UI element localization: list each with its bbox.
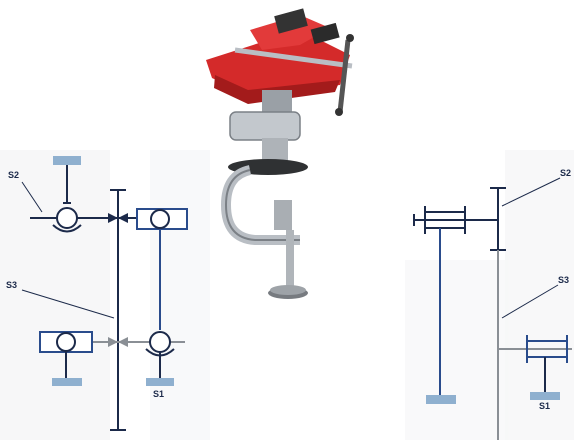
left-kinematic-schematic: S2 S3 S1 [6, 156, 188, 431]
label-s2-left: S2 [8, 170, 19, 180]
label-s1-right: S1 [539, 401, 550, 411]
spherical-joint-s1-left [149, 331, 171, 353]
ground-block-lower-left [52, 378, 82, 386]
scan-background-haze [0, 150, 574, 440]
right-kinematic-schematic: S2 S3 S1 [413, 168, 572, 440]
ground-block-left-right [426, 395, 456, 404]
label-s3-right: S3 [558, 275, 569, 285]
ground-block-top-left [53, 156, 81, 165]
label-s1-left: S1 [153, 389, 164, 399]
ground-block-s1-left [146, 378, 174, 386]
label-s3-left: S3 [6, 280, 17, 290]
bench-vise-illustration [206, 8, 354, 299]
label-s2-right: S2 [560, 168, 571, 178]
ground-block-s1-right [530, 392, 560, 400]
spherical-joint-s2-left [56, 207, 78, 229]
